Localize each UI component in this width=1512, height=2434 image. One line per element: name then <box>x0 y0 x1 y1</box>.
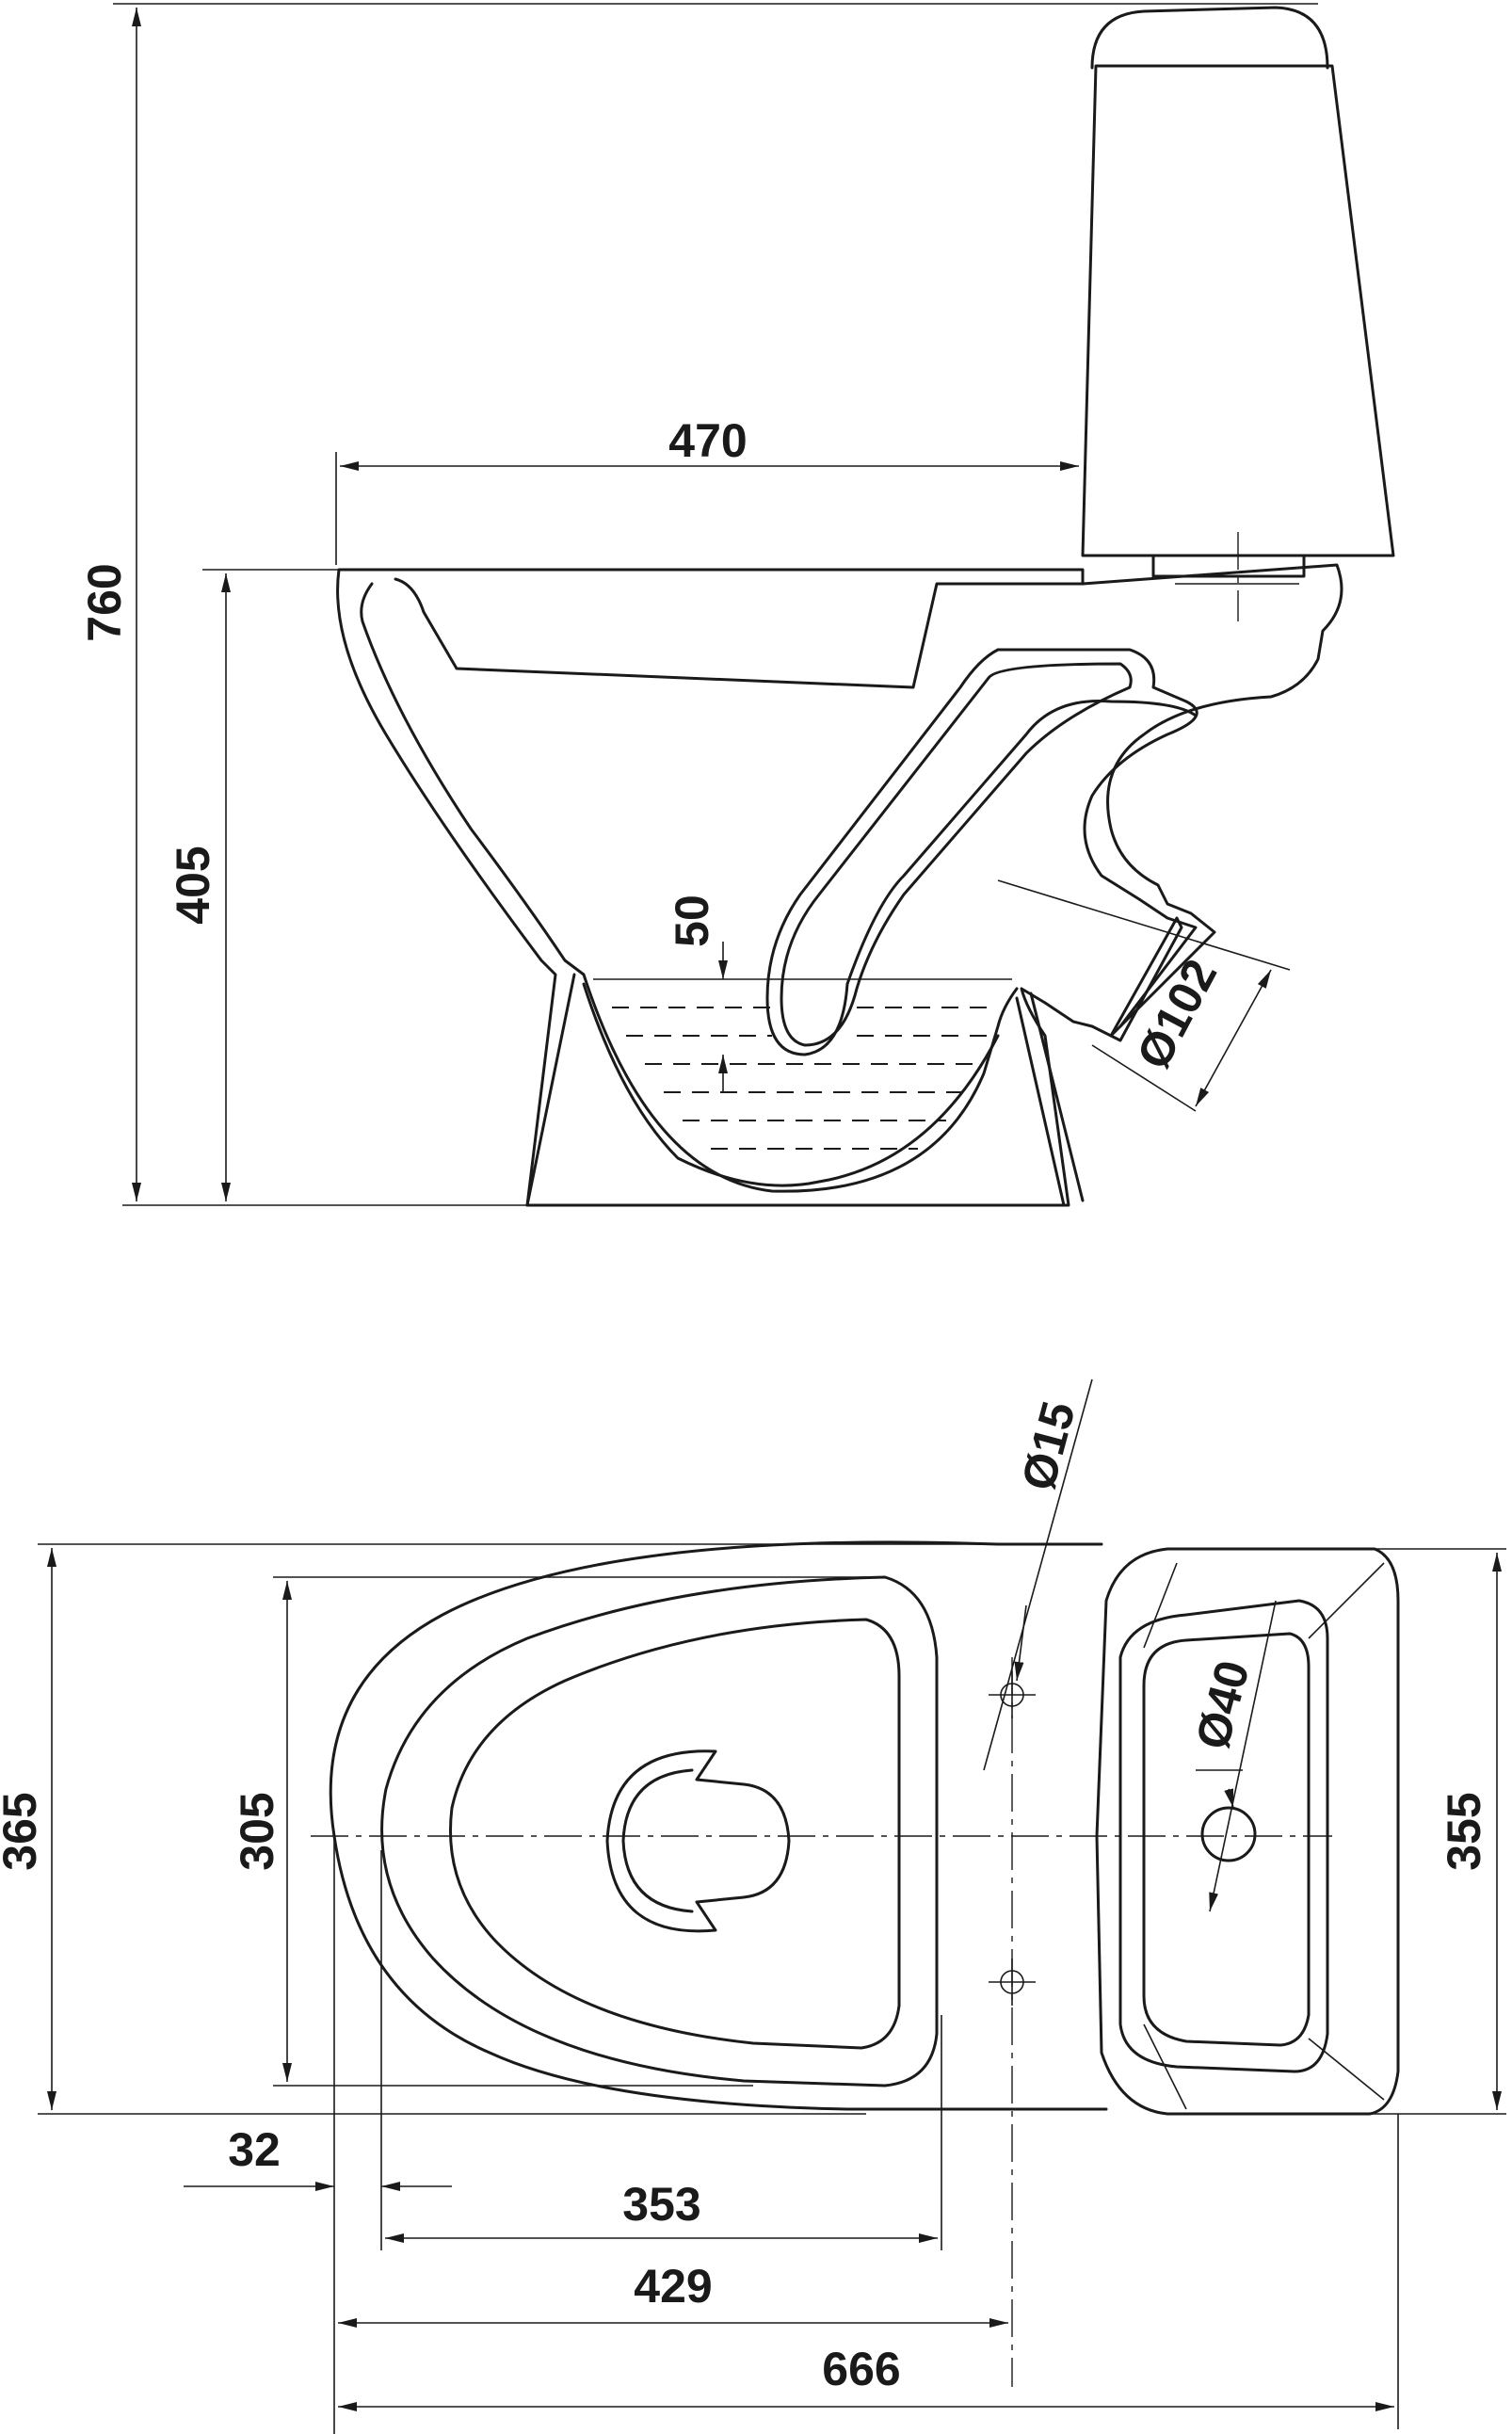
tank-top-inner <box>1118 1599 1329 2073</box>
dim-760-label: 760 <box>78 563 131 641</box>
tank-top <box>1095 1547 1400 2116</box>
outlet-pipe <box>1109 916 1183 1042</box>
dim-bowl-length: 470 <box>335 414 1079 565</box>
bolt-holes <box>989 1657 1036 2387</box>
tank-bowl <box>1142 1632 1311 2047</box>
dim-102-label: Ø102 <box>1127 951 1228 1077</box>
bowl-outline-top <box>329 1540 1108 2111</box>
dim-overall-length: 666 <box>338 2343 1394 2411</box>
side-view: 760 405 470 50 Ø102 <box>78 3 1395 1207</box>
trapway-inner <box>765 648 1198 1056</box>
pedestal <box>525 973 1085 1207</box>
trapway-core <box>780 662 1133 1047</box>
bowl-rim-inner <box>360 582 1019 1193</box>
dim-355-label: 355 <box>1438 1792 1490 1870</box>
dim-tank-width: 355 <box>1370 1548 1506 2115</box>
dim-seat-height: 405 <box>167 569 339 1201</box>
dim-405-label: 405 <box>167 846 219 924</box>
dim-32-label: 32 <box>228 2123 281 2176</box>
rim-channel <box>394 577 1085 689</box>
drain-hole-inner <box>621 1768 694 1913</box>
dim-50-label: 50 <box>666 895 718 947</box>
drain-hole <box>605 1749 791 1933</box>
dim-bolt-distance: 429 <box>338 2260 1008 2328</box>
dim-40-label: Ø40 <box>1185 1655 1260 1755</box>
dim-bowl-width: 305 <box>231 1576 885 2087</box>
bowl-seat-top <box>380 1575 939 2087</box>
dim-429-label: 429 <box>634 2260 712 2313</box>
tank-corners <box>1143 1562 1385 2110</box>
dim-total-height: 760 <box>78 3 1318 1206</box>
dim-overall-width: 365 <box>0 1543 998 2115</box>
dim-outlet-offset: 32 <box>184 2123 452 2191</box>
dim-353-label: 353 <box>622 2178 700 2231</box>
dim-470-label: 470 <box>668 414 747 467</box>
dim-365-label: 365 <box>0 1792 46 1870</box>
dim-inner-length: 353 <box>385 2178 938 2243</box>
dim-bolt-hole-diameter: Ø15 <box>983 1378 1093 1771</box>
trapway <box>996 648 1198 1028</box>
tank-hole <box>1200 1806 1257 1862</box>
dim-water-depth: 50 <box>666 895 728 1092</box>
pedestal-inner <box>582 982 1000 1187</box>
tank-flange <box>1151 554 1306 578</box>
dim-305-label: 305 <box>231 1792 283 1870</box>
dim-15-label: Ø15 <box>1011 1396 1086 1496</box>
dim-666-label: 666 <box>822 2343 900 2395</box>
tank-lid <box>1090 6 1329 70</box>
top-view: 365 305 355 32 353 <box>0 1378 1506 2434</box>
bowl-outer <box>336 563 1343 1207</box>
tank-body <box>1081 64 1395 557</box>
water-surface <box>593 978 1012 1150</box>
bowl-interior-top <box>448 1618 901 2050</box>
